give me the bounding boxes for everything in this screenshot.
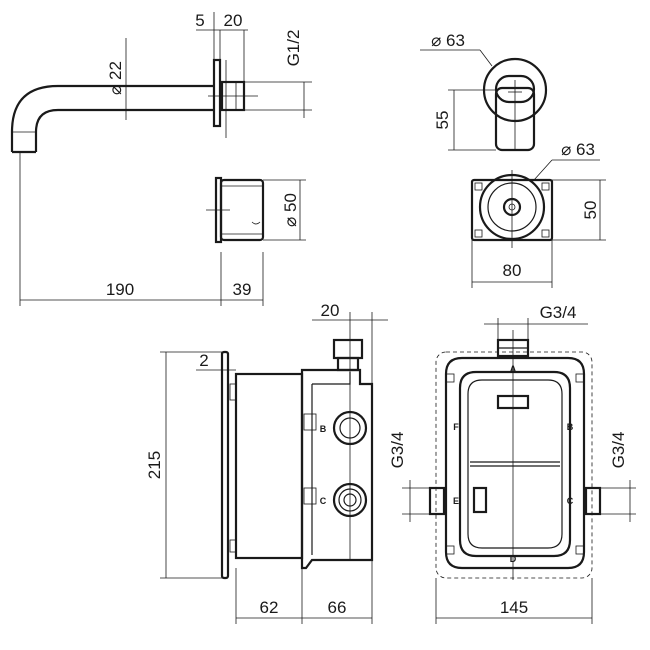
spout-length-label: 190: [106, 280, 134, 299]
front-port-top-label: A: [510, 364, 517, 374]
sleeve-depth-label: 39: [233, 280, 252, 299]
handle-trim-dimensions: ⌀ 63 55: [420, 31, 496, 151]
box-depth-back-label: 62: [260, 598, 279, 617]
thread-right-label: G3/4: [609, 432, 628, 469]
front-port-left-lower-label: E: [453, 496, 459, 506]
length-dimensions: 190 39: [19, 152, 264, 306]
box-front-dimensions: G3/4 G3/4 G3/4 145: [388, 303, 636, 624]
front-port-bottom-label: D: [510, 554, 517, 564]
sleeve-dimensions: ⌀ 50: [263, 179, 306, 241]
box-side-dimensions: 20 2 215 62 66: [145, 301, 388, 624]
mounting-plate-dimensions: ⌀ 63 50 80: [471, 140, 606, 288]
side-port-lower-label: C: [320, 496, 327, 506]
box-height-label: 215: [145, 451, 164, 479]
sleeve-view: [206, 176, 265, 244]
trim-height-label: 55: [433, 111, 452, 130]
plate-width-label: 80: [503, 261, 522, 280]
spout-diameter-label: ⌀ 22: [106, 61, 125, 95]
handle-trim-view: [482, 57, 548, 152]
box-wall-label: 2: [199, 351, 208, 370]
thread-top-label: G3/4: [540, 303, 577, 322]
spout-side-view: [10, 58, 258, 154]
spout-dimensions: ⌀ 22 5 20 G1/2: [106, 11, 312, 120]
mounting-plate-view: [470, 170, 554, 248]
front-port-left-upper-label: F: [453, 422, 459, 432]
plate-height-label: 50: [581, 201, 600, 220]
box-width-label: 145: [500, 598, 528, 617]
thread-left-label: G3/4: [388, 432, 407, 469]
connector-length-label: 20: [224, 11, 243, 30]
plate-diameter-label: ⌀ 63: [561, 140, 595, 159]
box-side-view: B C: [220, 338, 374, 580]
flange-thickness-label: 5: [195, 11, 204, 30]
box-top-offset-label: 20: [321, 301, 340, 320]
thread-outlet-label: G1/2: [284, 30, 303, 67]
side-port-upper-label: B: [320, 424, 327, 434]
box-front-view: A D F E B C: [428, 330, 602, 580]
front-port-right-upper-label: B: [567, 422, 574, 432]
front-port-right-lower-label: C: [567, 496, 574, 506]
sleeve-diameter-label: ⌀ 50: [281, 193, 300, 227]
trim-diameter-label: ⌀ 63: [431, 31, 465, 50]
box-depth-front-label: 66: [328, 598, 347, 617]
